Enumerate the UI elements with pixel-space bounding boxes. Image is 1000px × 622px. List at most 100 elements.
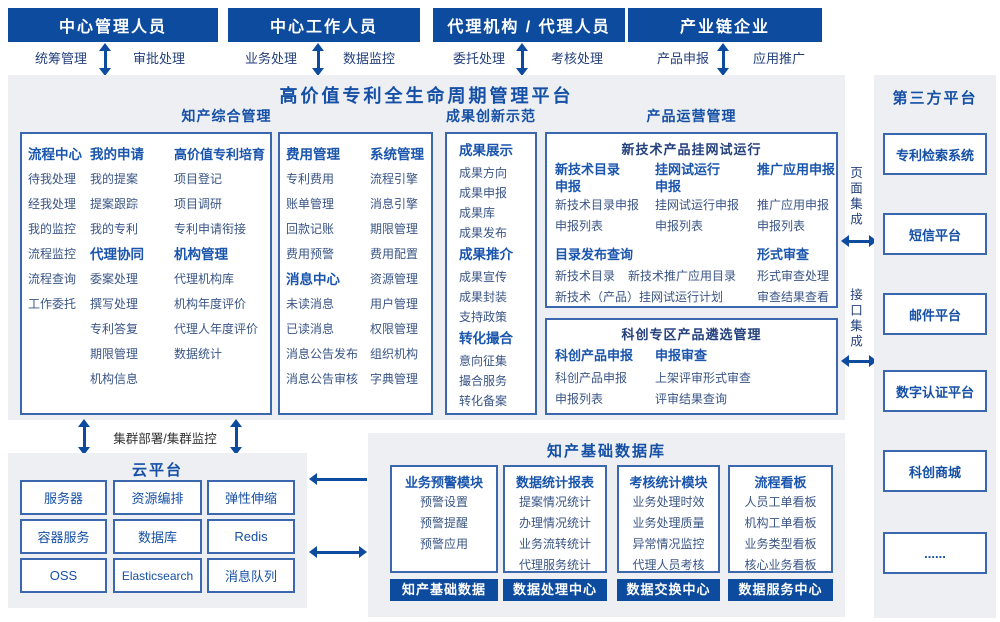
trial-col-promotion-apply: 推广应用申报 推广应用申报 申报列表 (757, 161, 837, 237)
group-title: 机构管理 (174, 247, 228, 262)
menu-item: 成果申报 (459, 186, 508, 200)
column-process-center: 流程中心 待我处理 经我处理 我的监控 流程监控 流程查询 工作委托 (28, 142, 90, 392)
knowledge-box-b: 费用管理 专利费用 账单管理 回款记账 费用预警 消息中心 未读消息 已读消息 … (278, 132, 433, 415)
cloud-cell: 服务器 (20, 480, 107, 515)
menu-item: 我的监控 (28, 222, 77, 236)
group-title: 形式审查 (757, 247, 810, 262)
role-action: 审批处理 (132, 51, 185, 66)
menu-item: 资源管理 (370, 272, 419, 286)
menu-item: 数据统计 (174, 347, 223, 361)
platform-panel: 高价值专利全生命周期管理平台 知产综合管理 成果创新示范 产品运营管理 流程中心… (8, 75, 845, 420)
menu-item: 撰写处理 (90, 297, 139, 311)
menu-item: 成果发布 (459, 226, 508, 240)
role-header-center-manager: 中心管理人员 (8, 8, 218, 42)
menu-item: 申报列表 (555, 219, 604, 233)
updown-arrow-icon (311, 43, 325, 76)
menu-item: 工作委托 (28, 297, 77, 311)
role-action: 委托处理 (452, 51, 505, 66)
menu-item: 申报列表 (655, 219, 704, 233)
trial-col-online-apply: 挂网试运行申报 挂网试运行申报 申报列表 (655, 161, 755, 237)
role-title: 代理机构 / 代理人员 (447, 19, 611, 36)
group-title: 我的申请 (90, 147, 144, 162)
role-header-center-staff: 中心工作人员 (228, 8, 420, 42)
role-action: 业务处理 (244, 51, 297, 66)
role-action: 应用推广 (752, 51, 805, 66)
menu-item: 形式审查处理 (757, 269, 830, 283)
menu-item: 期限管理 (90, 347, 139, 361)
menu-item: 提案情况统计 (518, 495, 591, 509)
menu-item: 代理机构库 (174, 272, 235, 286)
menu-item: 业务处理时效 (632, 495, 705, 509)
knowledge-box-a: 流程中心 待我处理 经我处理 我的监控 流程监控 流程查询 工作委托 我的申请 … (20, 132, 272, 415)
role-header-enterprise: 产业链企业 (628, 8, 822, 42)
menu-item: 评审结果查询 (655, 392, 728, 406)
menu-item: 项目登记 (174, 172, 223, 186)
menu-item: 申报列表 (555, 392, 604, 406)
updown-arrow-icon (229, 419, 243, 455)
group-title: 系统管理 (370, 147, 424, 162)
cloud-panel: 云平台 服务器 资源编排 弹性伸缩 容器服务 数据库 Redis OSS Ela… (8, 453, 307, 608)
role-header-agency: 代理机构 / 代理人员 (433, 8, 625, 42)
group-title: 目录发布查询 (555, 247, 634, 262)
third-party-title: 第三方平台 (892, 90, 978, 107)
role-title: 中心管理人员 (58, 19, 167, 36)
menu-item: 费用预警 (286, 247, 335, 261)
achievements-box: 成果展示 成果方向 成果申报 成果库 成果发布 成果推介 成果宣传 成果封装 支… (445, 132, 537, 415)
product-selection-box: 科创专区产品遴选管理 科创产品申报 科创产品申报 申报列表 申报审查 上架评审形… (545, 318, 838, 415)
page-integration-label: 页面集成 (848, 166, 862, 228)
menu-item: 预警应用 (419, 537, 468, 551)
column-my-application: 我的申请 我的提案 提案跟踪 我的专利 代理协同 委案处理 撰写处理 专利答复 … (90, 142, 174, 392)
menu-item: 审查结果查看 (757, 290, 830, 304)
cluster-label: 集群部署/集群监控 (113, 432, 217, 446)
menu-item: 已读消息 (286, 322, 335, 336)
group-title: 挂网试运行申报 (655, 162, 721, 194)
menu-item: 消息公告审核 (286, 372, 359, 386)
menu-item: 待我处理 (28, 172, 77, 186)
left-arrow-icon (309, 472, 367, 486)
menu-item: 挂网试运行申报 (655, 198, 740, 212)
menu-item: 业务类型看板 (744, 537, 817, 551)
group-title: 成果展示 (459, 143, 513, 158)
menu-item: 成果封装 (459, 290, 508, 304)
menu-item: 代理人年度评价 (174, 322, 259, 336)
selection-col-review: 申报审查 上架评审形式审查 评审结果查询 (655, 344, 832, 410)
menu-item: 经我处理 (28, 197, 77, 211)
menu-item: 新技术（产品）挂网试运行计划 (555, 290, 724, 304)
third-party-item: 邮件平台 (883, 293, 987, 335)
cloud-cell: 消息队列 (207, 558, 295, 593)
menu-item: 代理服务统计 (518, 558, 591, 572)
api-integration-label: 接口集成 (848, 288, 862, 350)
trial-col-catalog-apply: 新技术目录申报 新技术目录申报 申报列表 (555, 161, 651, 237)
cloud-cell: 数据库 (113, 519, 202, 554)
module-footer: 知产基础数据 (390, 579, 498, 601)
menu-item: 流程查询 (28, 272, 77, 286)
leftright-arrow-icon (309, 545, 367, 559)
module-footer: 数据服务中心 (728, 579, 833, 601)
database-panel: 知产基础数据库 业务预警模块 预警设置 预警提醒 预警应用 数据统计报表 提案情… (368, 433, 845, 617)
third-party-item: ...... (883, 532, 987, 574)
third-party-item: 短信平台 (883, 213, 987, 255)
role-action: 产品申报 (656, 51, 709, 66)
role-title: 中心工作人员 (269, 19, 378, 36)
menu-item: 核心业务看板 (744, 558, 817, 572)
menu-item: 回款记账 (286, 222, 335, 236)
module-assessment: 考核统计模块 业务处理时效 业务处理质量 异常情况监控 代理人员考核 (617, 465, 720, 573)
catalog-query-group: 目录发布查询 新技术目录新技术推广应用目录 新技术（产品）挂网试运行计划 (555, 244, 755, 308)
menu-item: 业务流转统计 (518, 537, 591, 551)
menu-item: 机构信息 (90, 372, 139, 386)
menu-item: 异常情况监控 (632, 537, 705, 551)
menu-item: 专利申请衔接 (174, 222, 247, 236)
section-title-achievements: 成果创新示范 (446, 108, 536, 124)
leftright-arrow-icon (841, 354, 877, 368)
menu-item: 成果方向 (459, 166, 508, 180)
product-trial-box: 新技术产品挂网试运行 新技术目录申报 新技术目录申报 申报列表 挂网试运行申报 … (545, 132, 838, 308)
menu-item: 流程监控 (28, 247, 77, 261)
group-title: 消息中心 (286, 272, 340, 287)
section-title-knowledge: 知产综合管理 (181, 108, 272, 124)
menu-item: 提案跟踪 (90, 197, 139, 211)
cloud-cell: 弹性伸缩 (207, 480, 295, 515)
menu-item: 新技术推广应用目录 (628, 269, 737, 283)
menu-item: 预警设置 (419, 495, 468, 509)
menu-item: 委案处理 (90, 272, 139, 286)
menu-item: 新技术目录 (555, 269, 616, 283)
